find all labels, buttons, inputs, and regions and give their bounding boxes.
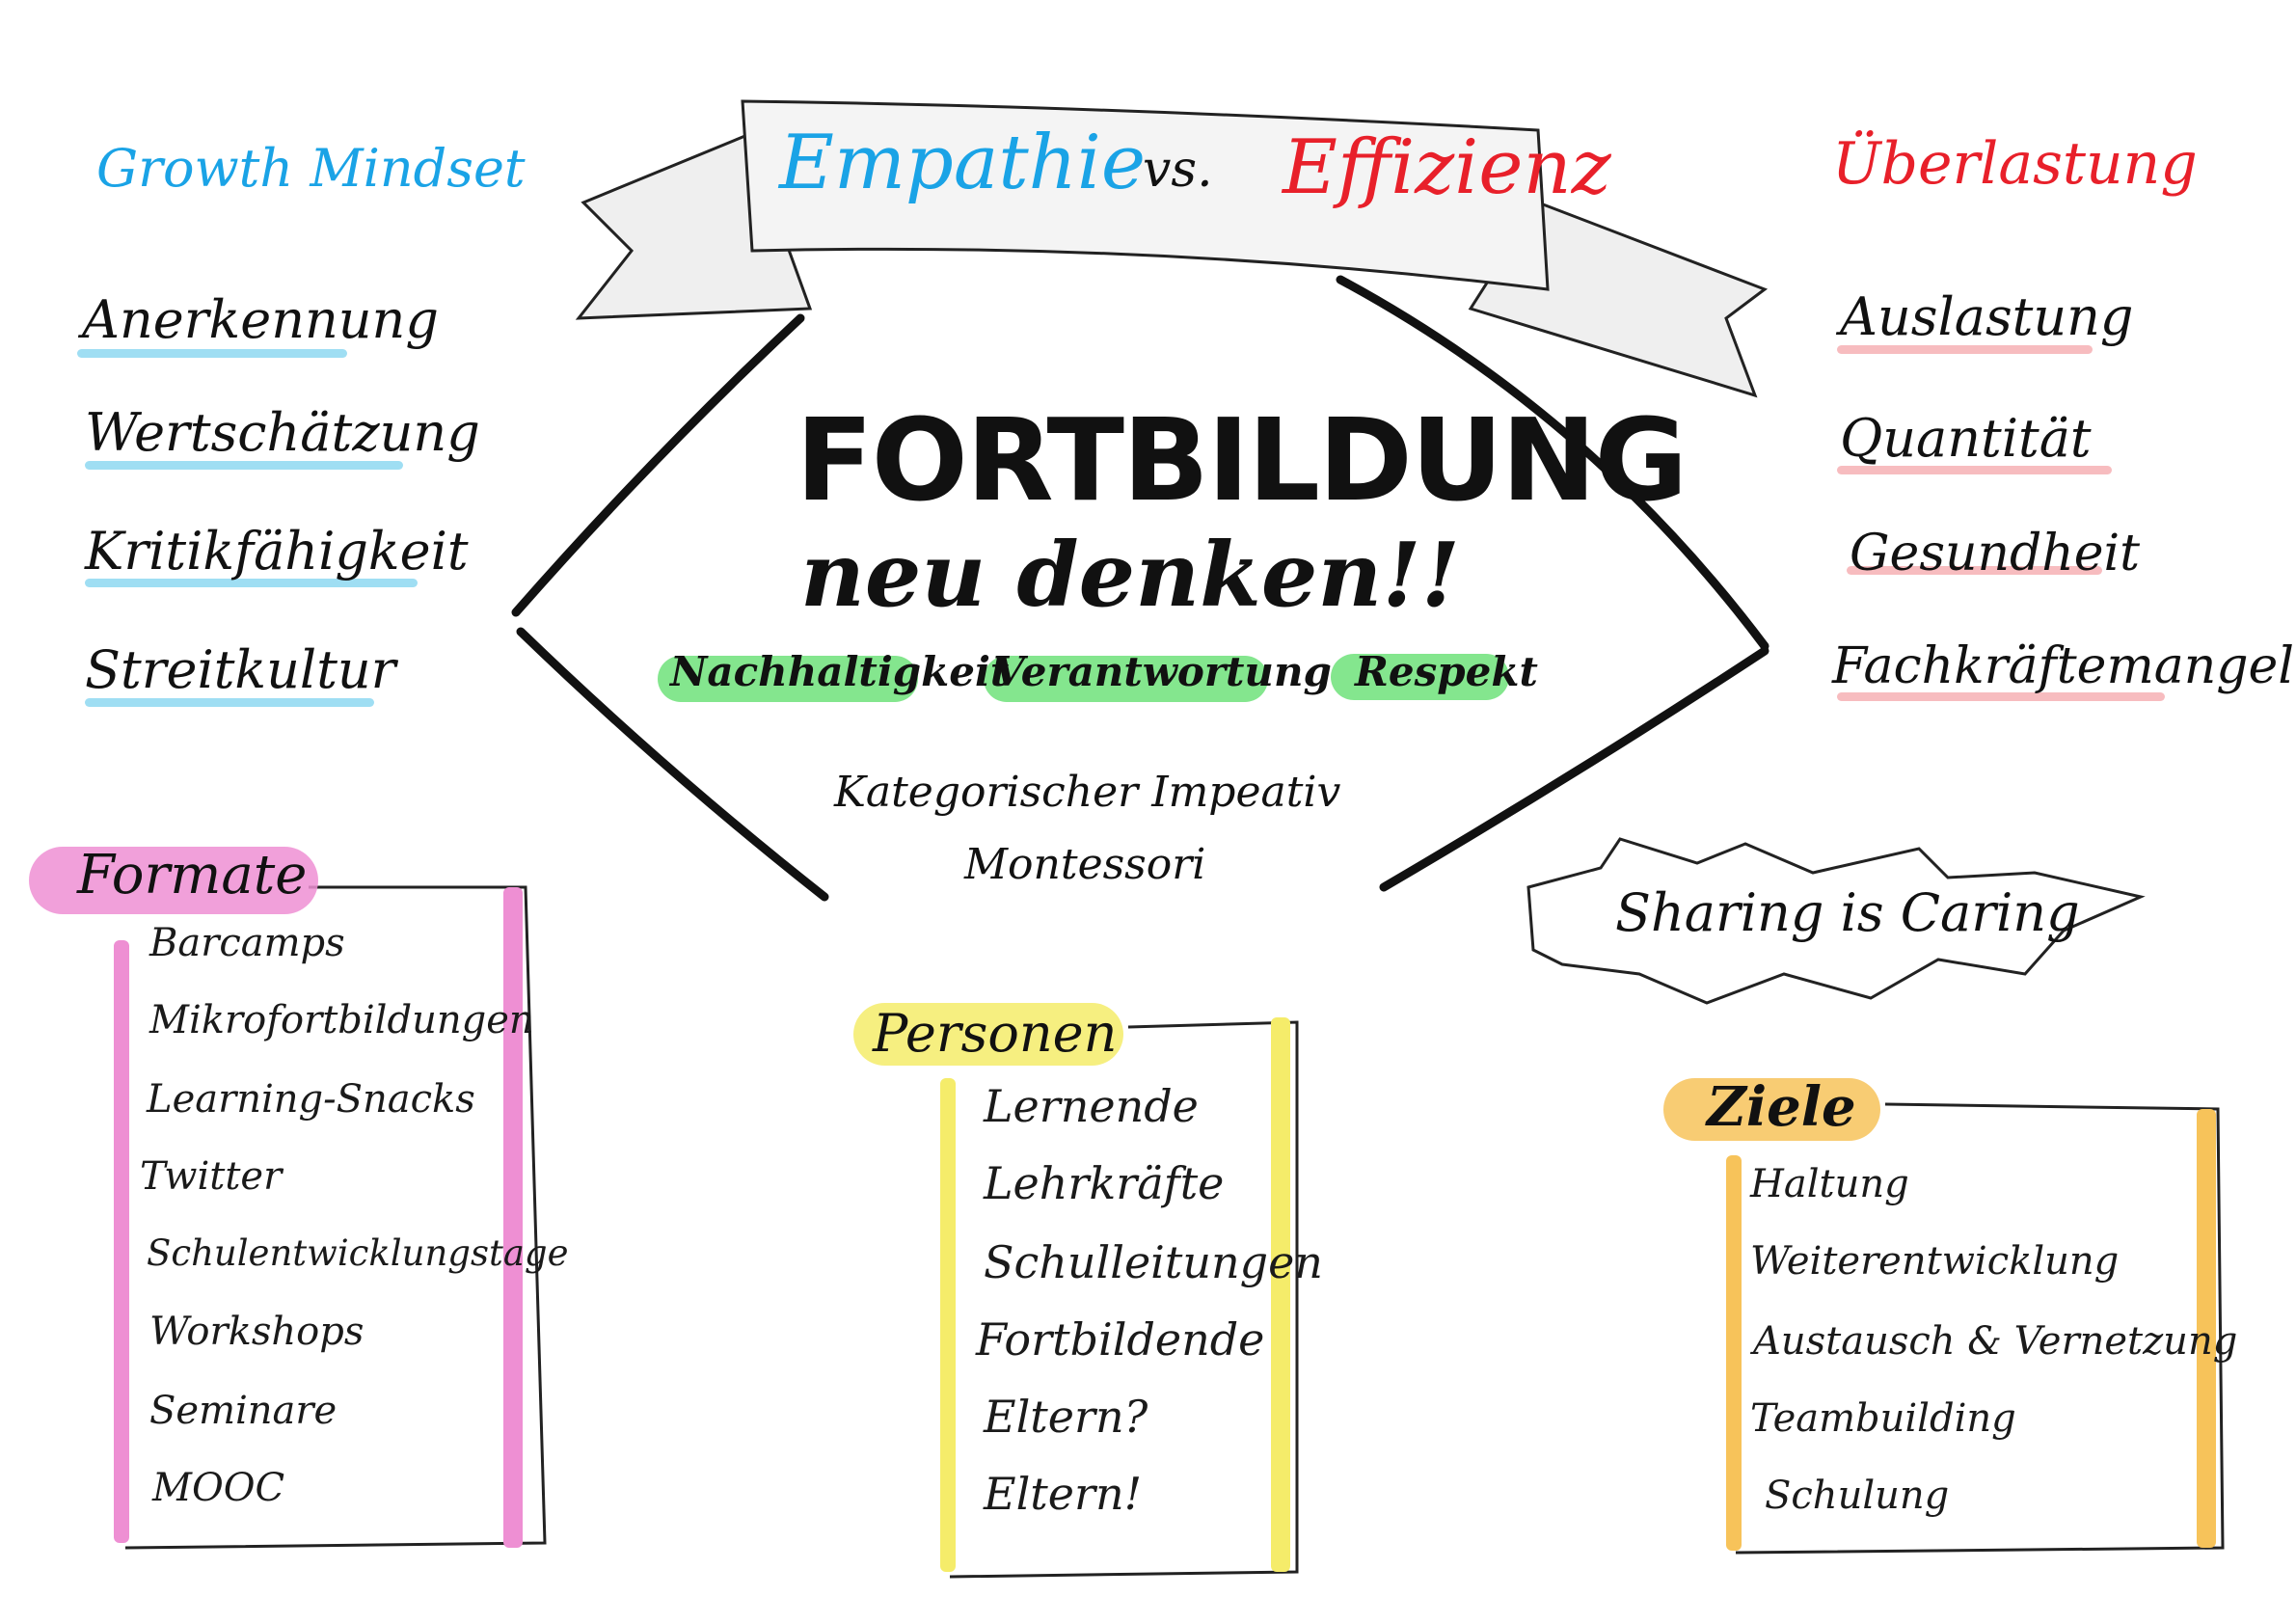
banner-empathie: Empathie xyxy=(779,120,1147,206)
personen-item: Lernende xyxy=(984,1080,1199,1132)
list-box-lines xyxy=(124,885,2225,1579)
ziele-item: Haltung xyxy=(1750,1162,1909,1206)
banner-ribbon xyxy=(575,99,1769,398)
value-verantwortung: Verantwortung xyxy=(993,648,1332,695)
right-item-auslastung: Auslastung xyxy=(1840,286,2134,347)
main-title: FORTBILDUNG xyxy=(796,393,1688,527)
banner-effizienz: Effizienz xyxy=(1283,124,1611,211)
formate-heading: Formate xyxy=(77,844,308,906)
right-item-quantitaet: Quantität xyxy=(1840,408,2092,469)
underline-kritikfaehigkeit xyxy=(85,579,418,587)
left-item-wertschaetzung: Wertschätzung xyxy=(85,402,480,463)
concept-montessori: Montessori xyxy=(964,840,1206,889)
ziele-right-bar xyxy=(2197,1109,2216,1548)
marker-formate xyxy=(29,847,318,914)
marker-respekt xyxy=(1331,654,1509,700)
personen-item: Eltern? xyxy=(984,1391,1148,1443)
personen-item: Lehrkräfte xyxy=(984,1157,1225,1209)
left-item-kritikfaehigkeit: Kritikfähigkeit xyxy=(85,521,469,582)
ueberlastung-heading: Überlastung xyxy=(1832,130,2198,198)
formate-right-bar xyxy=(503,887,523,1548)
formate-item: Workshops xyxy=(149,1310,365,1354)
formate-item: MOOC xyxy=(152,1466,285,1510)
underline-anerkennung xyxy=(77,349,347,358)
underline-wertschaetzung xyxy=(85,461,403,470)
left-item-anerkennung: Anerkennung xyxy=(82,289,439,350)
ziele-item: Schulung xyxy=(1765,1474,1950,1518)
value-nachhaltigkeit: Nachhaltigkeit xyxy=(670,648,1010,695)
left-item-streitkultur: Streitkultur xyxy=(85,639,396,700)
underline-streitkultur xyxy=(85,698,374,707)
cloud-shape xyxy=(1526,837,2146,1005)
personen-left-bar xyxy=(940,1078,956,1572)
value-respekt: Respekt xyxy=(1355,648,1538,695)
formate-left-bar xyxy=(114,940,129,1543)
sharing-is-caring: Sharing is Caring xyxy=(1615,882,2080,943)
ziele-item: Weiterentwicklung xyxy=(1750,1239,2120,1284)
personen-right-bar xyxy=(1271,1017,1290,1572)
personen-item: Schulleitungen xyxy=(984,1236,1323,1288)
frame-brackets xyxy=(511,275,1769,902)
ziele-heading: Ziele xyxy=(1707,1075,1856,1139)
marker-verantwortung xyxy=(984,656,1268,702)
ziele-left-bar xyxy=(1726,1155,1742,1551)
banner-vs: vs. xyxy=(1143,141,1213,199)
underline-quantitaet xyxy=(1837,466,2112,474)
marker-personen xyxy=(853,1003,1123,1066)
underline-fachkraeftemangel xyxy=(1837,692,2165,701)
underline-auslastung xyxy=(1837,345,2093,354)
growth-mindset-heading: Growth Mindset xyxy=(96,138,526,199)
formate-item: Learning-Snacks xyxy=(147,1077,475,1122)
concept-kategorischer-imperativ: Kategorischer Impeativ xyxy=(834,768,1341,817)
formate-item: Barcamps xyxy=(149,921,345,965)
right-item-fachkraeftemangel: Fachkräftemangel xyxy=(1832,637,2294,695)
ziele-item: Teambuilding xyxy=(1750,1396,2016,1441)
main-subtitle: neu denken!! xyxy=(800,523,1461,627)
formate-item: Schulentwicklungstage xyxy=(147,1232,569,1274)
personen-item: Eltern! xyxy=(984,1468,1143,1520)
personen-heading: Personen xyxy=(873,1003,1118,1064)
marker-nachhaltigkeit xyxy=(658,656,918,702)
ziele-item: Austausch & Vernetzung xyxy=(1753,1319,2238,1364)
marker-ziele xyxy=(1663,1078,1880,1141)
formate-item: Seminare xyxy=(149,1389,338,1433)
personen-item: Fortbildende xyxy=(976,1313,1265,1366)
underline-gesundheit xyxy=(1847,566,2102,575)
formate-item: Mikrofortbildungen xyxy=(149,998,534,1042)
formate-item: Twitter xyxy=(140,1154,283,1199)
right-item-gesundheit: Gesundheit xyxy=(1850,525,2141,582)
